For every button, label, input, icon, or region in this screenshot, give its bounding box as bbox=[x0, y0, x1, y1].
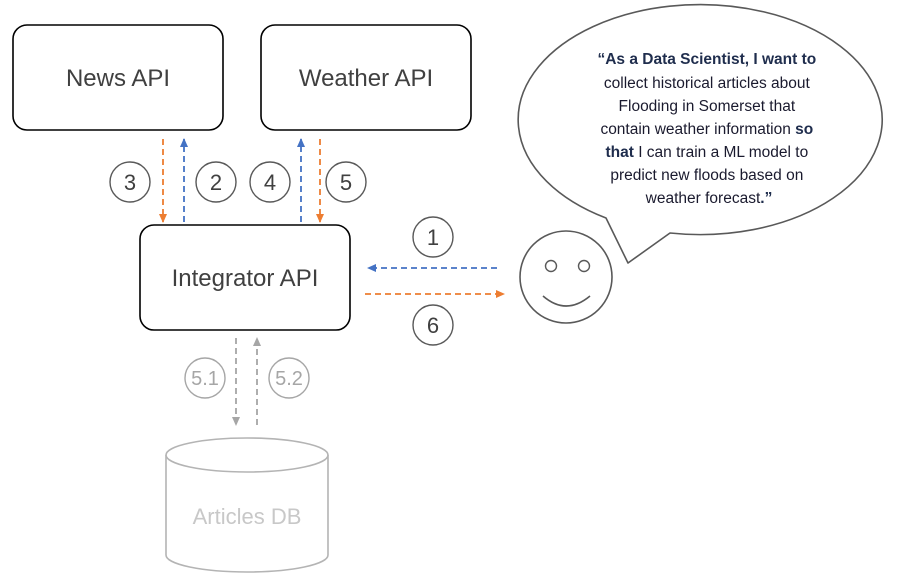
speech-line-4a: contain weather information bbox=[600, 121, 795, 138]
step-4-label: 4 bbox=[264, 170, 276, 195]
news-api-label: News API bbox=[66, 65, 170, 92]
speech-line-7b: .” bbox=[760, 190, 772, 207]
speech-line-2: collect historical articles about bbox=[604, 75, 811, 92]
step-4-marker: 4 bbox=[249, 161, 291, 203]
step-3-marker: 3 bbox=[109, 161, 151, 203]
user-story-text: “As a Data Scientist, I want to collect … bbox=[597, 51, 820, 207]
step-5-2-marker: 5.2 bbox=[268, 357, 310, 399]
step-6-marker: 6 bbox=[412, 304, 454, 346]
speech-line-7a: weather forecast bbox=[645, 190, 761, 207]
step-5-label: 5 bbox=[340, 170, 352, 195]
weather-api-label: Weather API bbox=[299, 65, 433, 92]
speech-line-3: Flooding in Somerset that bbox=[619, 98, 796, 115]
speech-line-5: that I can train a ML model to bbox=[605, 144, 808, 161]
step-5-2-label: 5.2 bbox=[275, 368, 303, 390]
step-6-label: 6 bbox=[427, 313, 439, 338]
speech-bubble: “As a Data Scientist, I want to collect … bbox=[517, 3, 883, 264]
speech-line-5b: I can train a ML model to bbox=[634, 144, 808, 161]
integrator-api-box: Integrator API bbox=[139, 224, 351, 331]
articles-db-label: Articles DB bbox=[193, 504, 302, 529]
user-smiley-icon bbox=[519, 230, 613, 324]
speech-line-6: predict new floods based on bbox=[610, 167, 803, 184]
speech-line-4b: so bbox=[795, 121, 813, 138]
speech-line-1: “As a Data Scientist, I want to bbox=[597, 51, 816, 68]
step-5-1-marker: 5.1 bbox=[184, 357, 226, 399]
step-5-marker: 5 bbox=[325, 161, 367, 203]
integrator-api-label: Integrator API bbox=[172, 265, 319, 292]
news-api-box: News API bbox=[12, 24, 224, 131]
step-5-1-label: 5.1 bbox=[191, 368, 219, 390]
step-3-label: 3 bbox=[124, 170, 136, 195]
step-2-label: 2 bbox=[210, 170, 222, 195]
articles-db-cylinder: Articles DB bbox=[165, 437, 329, 573]
weather-api-box: Weather API bbox=[260, 24, 472, 131]
speech-line-7: weather forecast.” bbox=[645, 190, 773, 207]
step-1-label: 1 bbox=[427, 225, 439, 250]
speech-line-5a: that bbox=[605, 144, 633, 161]
step-2-marker: 2 bbox=[195, 161, 237, 203]
speech-line-4: contain weather information so bbox=[600, 121, 813, 138]
step-1-marker: 1 bbox=[412, 216, 454, 258]
